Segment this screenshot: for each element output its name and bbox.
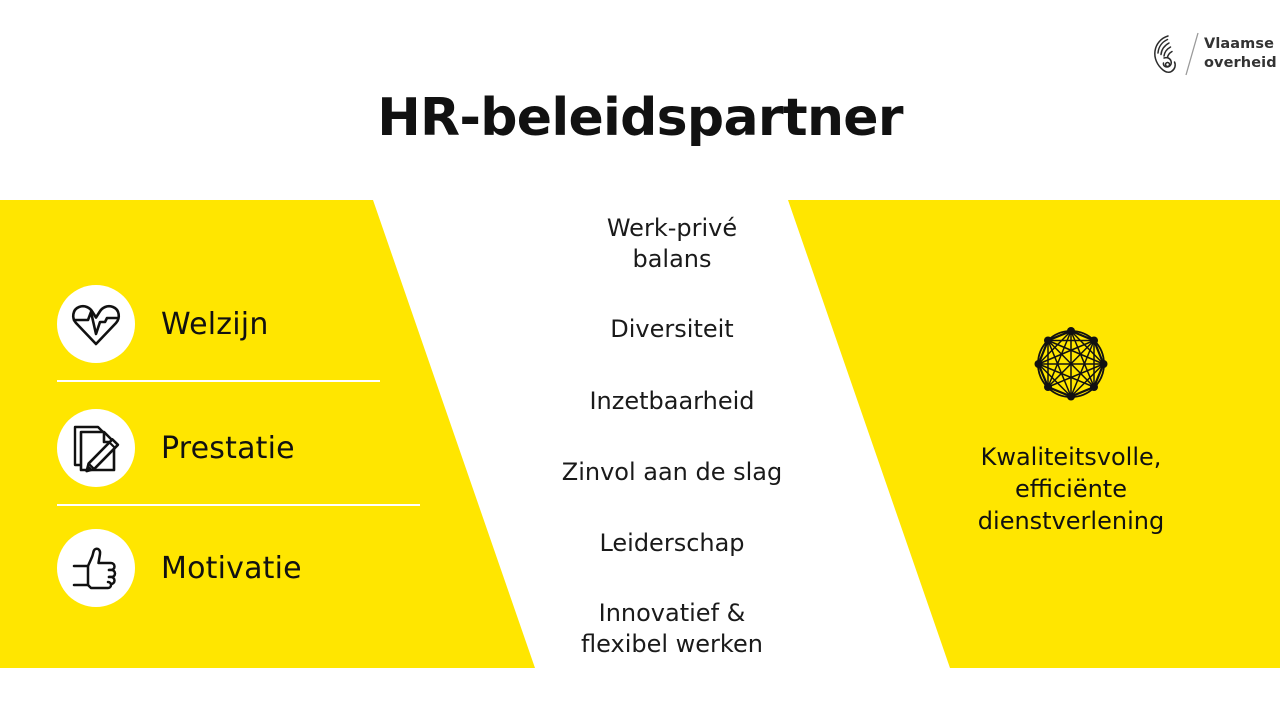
theme-item-zinvol-aan-de-slag: Zinvol aan de slag	[540, 457, 804, 488]
theme-line-1: Diversiteit	[610, 315, 734, 344]
theme-line-2: flexibel werken	[581, 630, 763, 659]
logo-wordmark-line2: overheid	[1204, 55, 1277, 71]
heartbeat-icon	[57, 285, 135, 363]
theme-line-1: Werk-privé	[606, 214, 738, 242]
theme-line-1: Zinvol aan de slag	[561, 457, 783, 486]
pillar-label-motivatie: Motivatie	[161, 550, 302, 586]
logo-wordmark: Vlaamse overheid	[1204, 35, 1277, 72]
flemish-lion-icon	[1148, 32, 1182, 76]
pillar-divider-2	[57, 504, 420, 506]
theme-line-2: balans	[632, 245, 712, 274]
pillar-label-welzijn: Welzijn	[161, 306, 269, 342]
outcome-block: Kwaliteitsvolle, efficiënte dienstverlen…	[940, 200, 1202, 537]
theme-item-innovatief-flexibel-werken: Innovatief & flexibel werken	[540, 598, 804, 660]
theme-line-1: Inzetbaarheid	[589, 386, 755, 415]
outcome-text: Kwaliteitsvolle, efficiënte dienstverlen…	[940, 441, 1202, 537]
outcome-line-2: efficiënte	[1015, 475, 1127, 504]
theme-item-werk-prive-balans: Werk-privé balans	[540, 213, 804, 275]
theme-item-diversiteit: Diversiteit	[540, 314, 804, 345]
document-pencil-icon	[57, 409, 135, 487]
logo-divider-line	[1182, 31, 1204, 77]
theme-column: Werk-privé balans Diversiteit Inzetbaarh…	[540, 200, 804, 700]
theme-line-1: Innovatief &	[598, 599, 746, 628]
outcome-line-3: dienstverlening	[977, 507, 1165, 536]
theme-item-inzetbaarheid: Inzetbaarheid	[540, 386, 804, 417]
pillar-item-prestatie[interactable]: Prestatie	[57, 400, 295, 496]
pillar-item-welzijn[interactable]: Welzijn	[57, 276, 269, 372]
theme-item-leiderschap: Leiderschap	[540, 528, 804, 559]
logo-wordmark-line1: Vlaamse	[1204, 36, 1275, 53]
pillar-list: Welzijn Prestatie	[0, 200, 540, 668]
pillar-divider-1	[57, 380, 380, 382]
page-title: HR-beleidspartner	[377, 88, 903, 148]
vlaamse-overheid-logo: Vlaamse overheid	[1148, 30, 1277, 78]
theme-line-1: Leiderschap	[599, 528, 745, 557]
pillar-label-prestatie: Prestatie	[161, 430, 295, 466]
pillar-item-motivatie[interactable]: Motivatie	[57, 520, 302, 616]
thumbs-up-icon	[57, 529, 135, 607]
outcome-line-1: Kwaliteitsvolle,	[980, 443, 1162, 471]
network-graph-icon	[1032, 325, 1110, 403]
